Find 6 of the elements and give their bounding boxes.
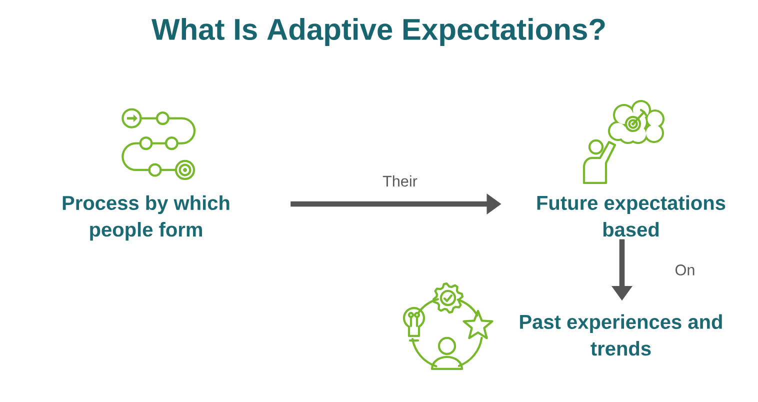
edge-label: On bbox=[673, 263, 697, 277]
step-text: Past experiences and trends bbox=[520, 314, 722, 356]
step-text: Future expectations based bbox=[537, 195, 726, 237]
edge-label: Their bbox=[381, 174, 419, 188]
step-text: Process by which people form bbox=[62, 195, 230, 241]
title: What Is Adaptive Expectations? bbox=[151, 18, 605, 46]
